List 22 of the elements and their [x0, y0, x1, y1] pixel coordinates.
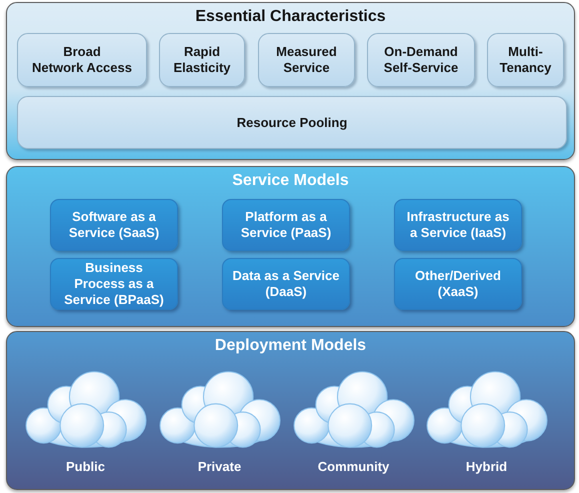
- layer-title: Deployment Models: [214, 336, 366, 355]
- layer-panel: [6, 331, 575, 490]
- characteristic-box: Measured Service: [258, 33, 355, 87]
- service-model-box: Data as a Service (DaaS): [222, 258, 350, 310]
- cloud-label: Public: [66, 459, 105, 475]
- layer-panel: [6, 166, 575, 327]
- cloud-label: Private: [198, 459, 242, 475]
- layer-panel: [6, 2, 575, 160]
- layer-title: Service Models: [232, 171, 349, 190]
- characteristic-box: Broad Network Access: [17, 33, 147, 87]
- characteristic-box: On-Demand Self-Service: [367, 33, 475, 87]
- service-model-box: Infrastructure as a Service (IaaS): [394, 199, 522, 251]
- service-model-box: Platform as a Service (PaaS): [222, 199, 350, 251]
- cloud-label: Community: [318, 459, 390, 475]
- cloud-label: Hybrid: [466, 459, 508, 475]
- service-model-box: Other/Derived (XaaS): [394, 258, 522, 310]
- layer-title: Essential Characteristics: [195, 7, 386, 26]
- characteristic-box: Multi-Tenancy: [487, 33, 564, 87]
- service-model-box: Business Process as a Service (BPaaS): [50, 258, 178, 310]
- characteristic-box: Rapid Elasticity: [159, 33, 245, 87]
- service-model-box: Software as a Service (SaaS): [50, 199, 178, 251]
- characteristic-box: Resource Pooling: [17, 96, 567, 149]
